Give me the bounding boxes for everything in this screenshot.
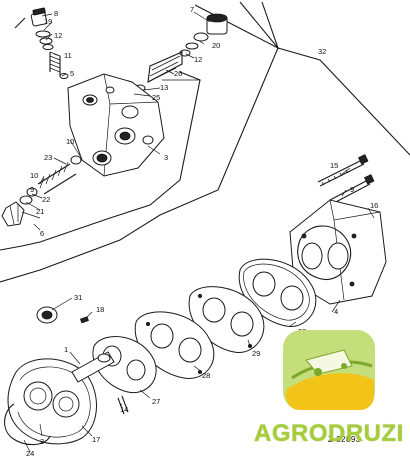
label-23: 23 xyxy=(44,153,52,162)
label-11: 11 xyxy=(64,51,72,60)
label-19: 19 xyxy=(44,17,52,26)
agrodruzi-watermark: AGRODRUZI xyxy=(254,420,404,447)
label-27: 27 xyxy=(152,397,160,406)
label-22: 22 xyxy=(42,195,50,204)
label-9-b: 9 xyxy=(350,185,354,194)
label-7: 7 xyxy=(190,5,194,14)
label-20: 20 xyxy=(212,41,220,50)
label-15: 15 xyxy=(330,161,338,170)
label-10: 10 xyxy=(66,137,74,146)
label-25: 25 xyxy=(152,93,160,102)
label-21: 21 xyxy=(36,207,44,216)
drawing-reference: Z 32893 xyxy=(328,435,361,444)
label-10-b: 10 xyxy=(30,171,38,180)
label-14: 14 xyxy=(120,405,128,414)
label-9: 9 xyxy=(30,185,34,194)
label-17: 17 xyxy=(92,435,100,444)
label-1: 1 xyxy=(64,345,68,354)
agrodruzi-logo-icon xyxy=(283,330,375,410)
label-31: 31 xyxy=(74,293,82,302)
leader-lines xyxy=(21,11,375,453)
label-4: 4 xyxy=(334,307,338,316)
gasket-plates xyxy=(92,258,317,394)
valve-assembly xyxy=(1,7,228,227)
label-12-b: 12 xyxy=(194,55,202,64)
label-16: 16 xyxy=(370,201,378,210)
label-3: 3 xyxy=(164,153,168,162)
part-labels: 8 19 12 11 5 7 20 12 26 13 25 10 3 23 10… xyxy=(26,5,378,458)
label-12: 12 xyxy=(54,31,62,40)
label-18: 18 xyxy=(96,305,104,314)
label-28: 28 xyxy=(202,371,210,380)
label-5: 5 xyxy=(70,69,74,78)
label-13: 13 xyxy=(160,83,168,92)
front-housing-assembly xyxy=(4,306,129,446)
label-32: 32 xyxy=(318,47,326,56)
label-29: 29 xyxy=(252,349,260,358)
label-24: 24 xyxy=(26,449,34,458)
label-2: 2 xyxy=(40,437,44,446)
label-6: 6 xyxy=(40,229,44,238)
label-26: 26 xyxy=(174,69,182,78)
label-8: 8 xyxy=(54,9,58,18)
